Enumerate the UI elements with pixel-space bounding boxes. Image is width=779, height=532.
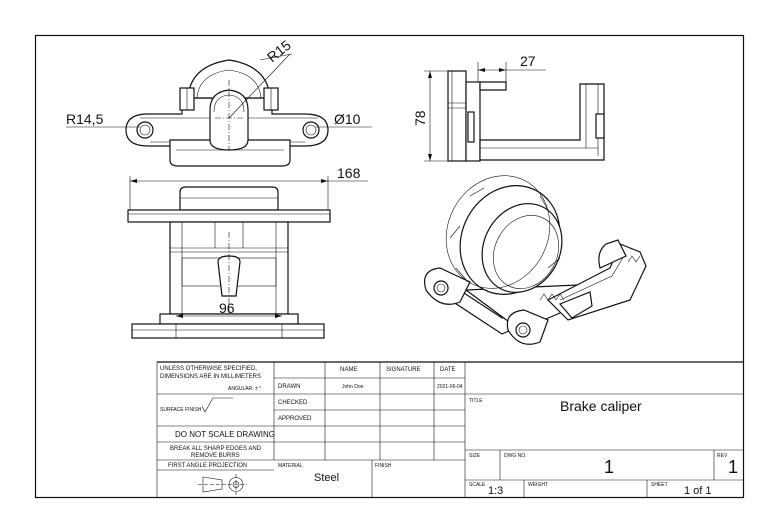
note-projection: FIRST ANGLE PROJECTION bbox=[168, 463, 247, 469]
material-label: MATERIAL bbox=[278, 463, 303, 469]
sheet-value: 1 of 1 bbox=[684, 485, 712, 497]
title-block: UNLESS OTHERWISE SPECIFIED, DIMENSIONS A… bbox=[156, 361, 743, 497]
sheet-border bbox=[34, 34, 745, 499]
note-edges-2: REMOVE BURRS bbox=[191, 453, 240, 459]
rev-label: REV bbox=[717, 453, 728, 459]
row-drawn: DRAWN bbox=[278, 384, 300, 390]
dim-27: 27 bbox=[520, 53, 536, 69]
rev-value: 1 bbox=[728, 457, 738, 477]
note-edges-1: BREAK ALL SHARP EDGES AND bbox=[170, 446, 262, 452]
sheet-label: SHEET bbox=[651, 482, 668, 488]
note-units-1: UNLESS OTHERWISE SPECIFIED, bbox=[160, 366, 257, 372]
drawn-date: 2021-06-04 bbox=[437, 384, 463, 390]
dim-96: 96 bbox=[219, 300, 235, 316]
left-mount-hole bbox=[136, 121, 154, 139]
header-date: DATE bbox=[440, 367, 456, 373]
dim-r14-5: R14,5 bbox=[66, 111, 104, 127]
dim-r15: R15 bbox=[264, 37, 294, 66]
header-name: NAME bbox=[340, 367, 357, 373]
top-view: R15 R14,5 Ø10 bbox=[66, 37, 372, 167]
note-angular: ANGULAR: ± ° bbox=[228, 386, 261, 392]
dim-78: 78 bbox=[412, 110, 428, 126]
scale-label: SCALE bbox=[469, 482, 486, 488]
size-label: SIZE bbox=[469, 453, 481, 459]
note-surface-finish: SURFACE FINISH bbox=[160, 407, 202, 413]
dwg-no-label: DWG NO. bbox=[504, 453, 527, 459]
isometric-view bbox=[424, 175, 647, 345]
note-do-not-scale: DO NOT SCALE DRAWING bbox=[175, 430, 275, 439]
scale-value: 1:3 bbox=[488, 485, 503, 497]
right-mount-hole bbox=[302, 121, 320, 139]
front-view: 168 96 bbox=[127, 165, 368, 339]
header-signature: SIGNATURE bbox=[386, 367, 421, 373]
finish-label: FINISH bbox=[375, 463, 392, 469]
title-label: TITLE bbox=[469, 398, 483, 404]
row-checked: CHECKED bbox=[278, 400, 308, 406]
dim-dia10: Ø10 bbox=[334, 111, 361, 127]
drawn-name: John Doe bbox=[342, 384, 364, 390]
drawing-title: Brake caliper bbox=[560, 398, 642, 414]
note-units-2: DIMENSIONS ARE IN MILLIMETERS bbox=[160, 374, 261, 380]
weight-label: WEIGHT bbox=[528, 482, 548, 488]
dim-168: 168 bbox=[337, 165, 361, 181]
surface-finish-symbol bbox=[201, 397, 233, 413]
first-angle-projection-icon bbox=[198, 474, 247, 495]
dwg-no-value: 1 bbox=[604, 457, 614, 477]
material-value: Steel bbox=[314, 472, 339, 484]
side-view: 27 78 bbox=[412, 53, 605, 162]
row-approved: APPROVED bbox=[278, 416, 312, 422]
